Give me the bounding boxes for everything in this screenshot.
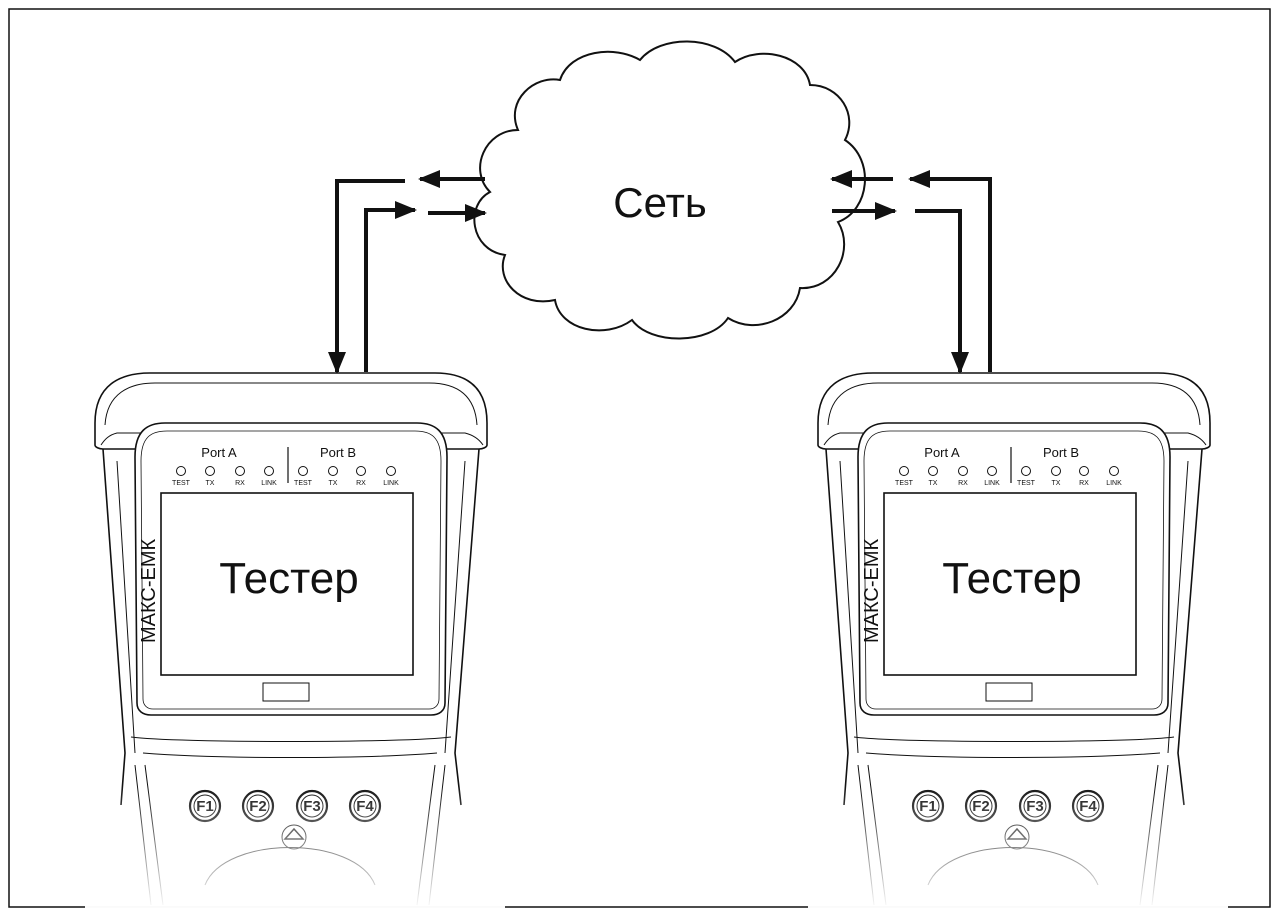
led-5-indicator	[1051, 466, 1061, 476]
led-1-label: TX	[206, 480, 215, 487]
led-3-label: LINK	[984, 480, 1000, 487]
led-4-label: TEST	[294, 480, 313, 487]
bumper-inner-line	[104, 382, 478, 426]
network-cloud: Сеть	[473, 40, 866, 340]
bumper-inner-line	[827, 382, 1201, 426]
led-6-label: RX	[1079, 480, 1089, 487]
outer-frame	[8, 8, 1271, 908]
led-5-label: TX	[329, 480, 338, 487]
led-4-indicator	[298, 466, 308, 476]
led-6-indicator	[1079, 466, 1089, 476]
light-sensor-window	[985, 682, 1033, 702]
led-2-label: RX	[235, 480, 245, 487]
device-face-bezel	[140, 430, 442, 710]
device-screen	[883, 492, 1137, 676]
led-7-label: LINK	[383, 480, 399, 487]
body-seam-2	[142, 752, 438, 758]
led-5-indicator	[328, 466, 338, 476]
led-2-indicator	[958, 466, 968, 476]
tester-device-right: Port A Port B TEST TX RX LINK TEST TX RX LINK Тест…	[808, 372, 1228, 908]
device-body-inner	[116, 460, 466, 754]
led-4-label: TEST	[1017, 480, 1036, 487]
body-seam-1	[853, 736, 1175, 742]
led-6-label: RX	[356, 480, 366, 487]
device-face-bezel	[863, 430, 1165, 710]
device-body-inner	[839, 460, 1189, 754]
port-b-label: Port B	[320, 445, 356, 460]
port-b-label: Port B	[1043, 445, 1079, 460]
led-7-label: LINK	[1106, 480, 1122, 487]
tester-device-left: Port A Port B TEST TX RX LINK TEST TX RX LINK Тест…	[85, 372, 505, 908]
brand-label: МАКС-ЕМК	[138, 538, 160, 643]
led-0-indicator	[899, 466, 909, 476]
led-0-indicator	[176, 466, 186, 476]
network-label: Сеть	[613, 179, 706, 226]
led-1-indicator	[205, 466, 215, 476]
right-down-line	[915, 209, 969, 374]
led-4-indicator	[1021, 466, 1031, 476]
left-tx-line	[364, 201, 417, 372]
bottom-fade	[85, 785, 505, 908]
right-return-line	[908, 170, 992, 372]
device-screen	[160, 492, 414, 676]
led-5-label: TX	[1052, 480, 1061, 487]
led-3-indicator	[264, 466, 274, 476]
body-seam-1	[130, 736, 452, 742]
led-7-indicator	[1109, 466, 1119, 476]
led-0-label: TEST	[895, 480, 914, 487]
port-a-label: Port A	[924, 445, 960, 460]
body-seam-2	[865, 752, 1161, 758]
light-sensor-window	[262, 682, 310, 702]
led-3-label: LINK	[261, 480, 277, 487]
led-1-indicator	[928, 466, 938, 476]
led-7-indicator	[386, 466, 396, 476]
port-a-label: Port A	[201, 445, 237, 460]
brand-label: МАКС-ЕМК	[861, 538, 883, 643]
led-2-label: RX	[958, 480, 968, 487]
led-3-indicator	[987, 466, 997, 476]
led-1-label: TX	[929, 480, 938, 487]
screen-text: Тестер	[219, 554, 358, 603]
led-6-indicator	[356, 466, 366, 476]
led-2-indicator	[235, 466, 245, 476]
led-0-label: TEST	[172, 480, 191, 487]
screen-text: Тестер	[942, 554, 1081, 603]
bottom-fade	[808, 785, 1228, 908]
left-rx-line	[328, 179, 405, 374]
